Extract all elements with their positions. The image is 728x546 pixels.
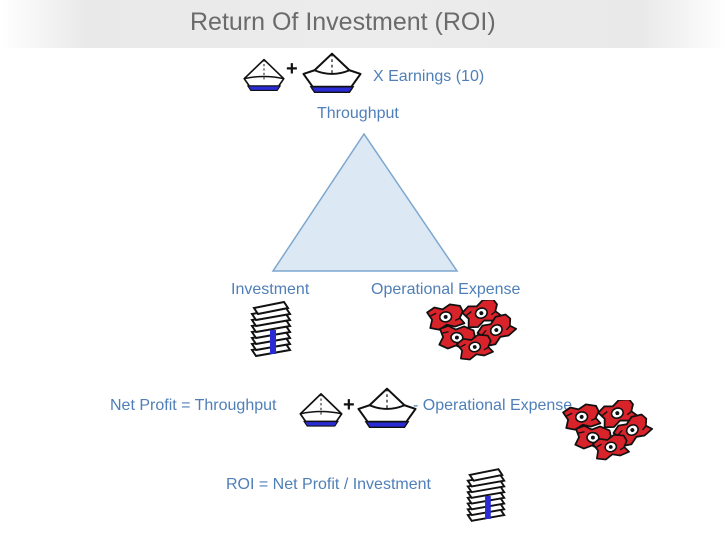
title-band	[0, 0, 728, 48]
operational-expense-label: Operational Expense	[371, 281, 521, 298]
earnings-multiplier-label: X Earnings (10)	[373, 68, 485, 85]
paper-boat-icon	[298, 388, 344, 432]
flying-money-icon	[558, 400, 656, 462]
slide-title: Return Of Investment (ROI)	[190, 8, 496, 36]
net-profit-formula-suffix: - Operational Expense	[413, 397, 573, 414]
paper-boat-icon	[300, 50, 364, 96]
paper-boat-icon	[242, 54, 286, 96]
plus-sign: +	[343, 394, 355, 416]
throughput-label: Throughput	[317, 105, 399, 122]
money-stack-icon	[464, 466, 508, 524]
paper-boat-icon	[356, 385, 418, 431]
money-stack-icon	[248, 300, 294, 358]
investment-label: Investment	[231, 281, 310, 298]
flying-money-icon	[422, 300, 520, 362]
toc-triangle	[271, 132, 459, 272]
plus-sign: +	[286, 58, 298, 80]
roi-formula: ROI = Net Profit / Investment	[226, 476, 431, 493]
net-profit-formula-prefix: Net Profit = Throughput	[110, 397, 277, 414]
